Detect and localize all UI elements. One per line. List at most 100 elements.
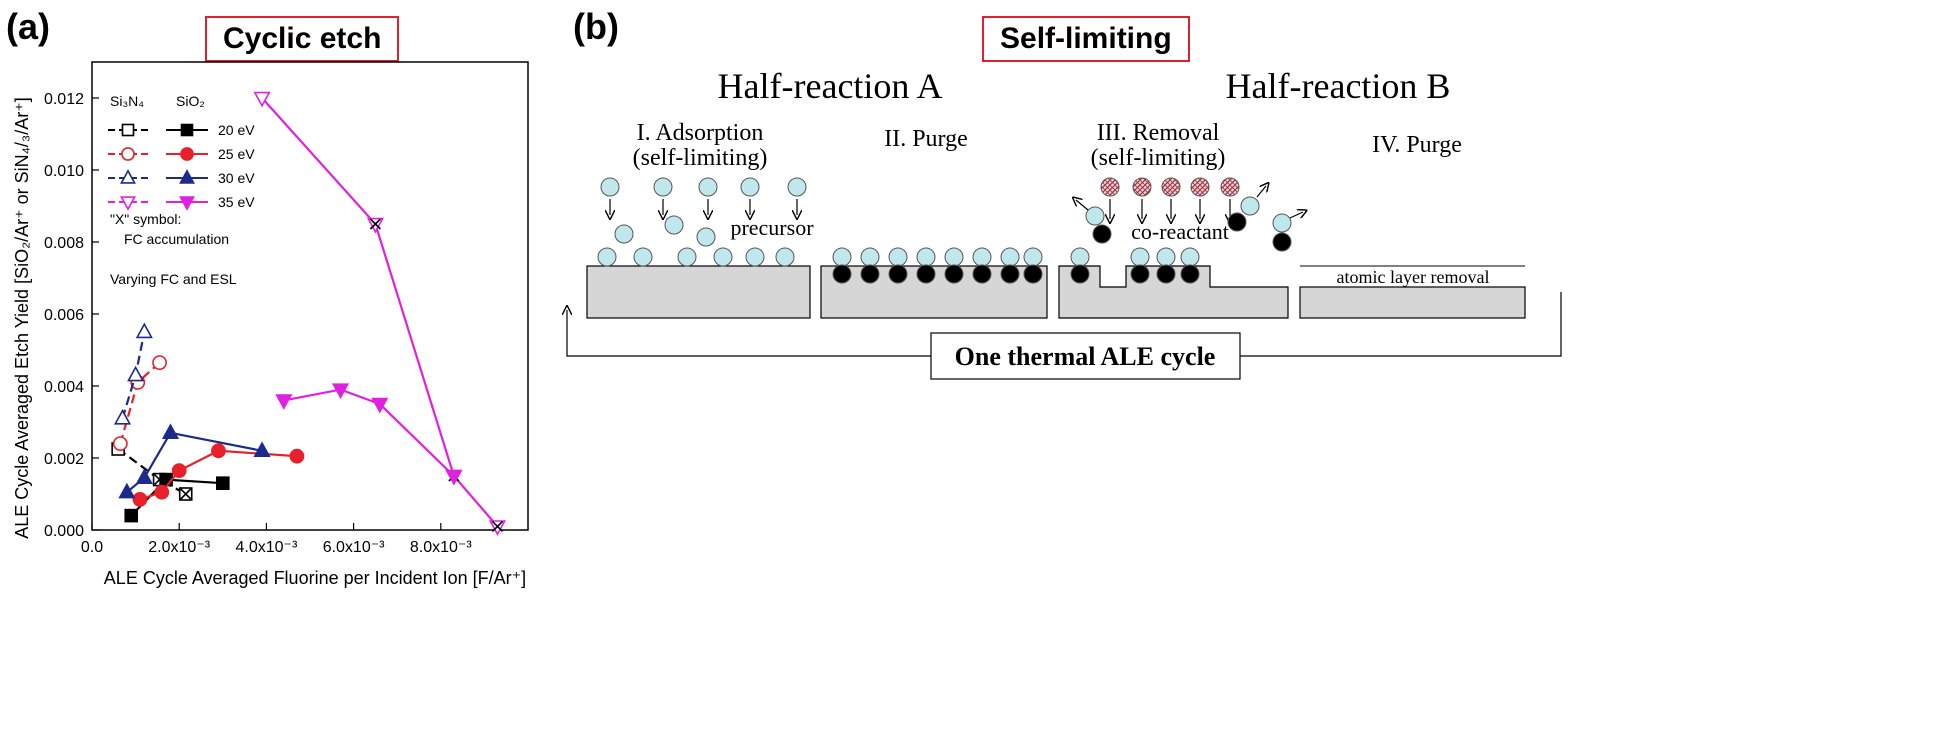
legend-label: 20 eV <box>218 122 255 138</box>
data-point <box>152 355 167 370</box>
precursor-molecule <box>600 177 620 197</box>
series-si3n4-35ev <box>253 91 507 536</box>
cycle-loop-arrow <box>567 292 1562 357</box>
legend-label: 30 eV <box>218 170 255 186</box>
x-tick-label: 4.0x10⁻³ <box>235 539 297 556</box>
data-point <box>124 508 139 523</box>
data-point <box>132 491 148 507</box>
panel-b-letter: (b) <box>573 6 619 47</box>
leaving-product <box>1227 212 1247 232</box>
data-point <box>211 443 226 459</box>
motion-arrow <box>1256 186 1266 198</box>
precursor-molecule <box>787 177 807 197</box>
atomic-layer-removal-label: atomic layer removal <box>1337 267 1490 287</box>
adsorbed-precursor <box>832 247 852 267</box>
fc-accumulation-x-mark <box>180 488 192 500</box>
leaving-product <box>1085 206 1105 226</box>
data-point <box>275 394 293 410</box>
step-purge-2-label: IV. Purge <box>1372 132 1462 158</box>
substrate-atom <box>860 264 880 284</box>
legend-header-sio2: SiO₂ <box>176 93 205 109</box>
leaving-product <box>1272 232 1292 252</box>
data-point <box>445 469 463 486</box>
series-sio2-25ev <box>132 443 305 507</box>
precursor-molecule <box>698 177 718 197</box>
adsorbed-precursor <box>972 247 992 267</box>
substrate-atom <box>1180 264 1200 284</box>
substrate-atom <box>1130 264 1150 284</box>
adsorbed-precursor <box>745 247 765 267</box>
data-point <box>113 408 132 425</box>
series-line <box>283 388 455 477</box>
adsorbed-precursor <box>1070 247 1090 267</box>
substrate-atom <box>972 264 992 284</box>
half-reaction-b-title: Half-reaction B <box>1226 66 1451 106</box>
panel-a-title: Cyclic etch <box>205 16 400 62</box>
data-point <box>154 484 170 500</box>
fc-accumulation-x-mark <box>369 218 381 230</box>
molecules <box>597 177 1303 284</box>
legend-label: 35 eV <box>218 194 255 210</box>
x-axis-label: ALE Cycle Averaged Fluorine per Incident… <box>104 568 526 588</box>
legend-marker <box>180 123 194 137</box>
y-tick-label: 0.010 <box>44 163 84 180</box>
series-line <box>126 431 263 494</box>
data-point <box>171 463 187 478</box>
leaving-product <box>1240 196 1260 216</box>
coreactant-molecule <box>1220 177 1240 197</box>
adsorbed-precursor <box>1000 247 1020 267</box>
legend-marker <box>121 123 135 137</box>
fc-accumulation-x-mark <box>491 520 504 532</box>
substrate-step3 <box>1058 265 1289 319</box>
annotation-line: "X" symbol: <box>110 211 181 227</box>
precursor-molecule <box>664 215 684 235</box>
adsorbed-precursor <box>713 247 733 267</box>
adsorbed-precursor <box>1156 247 1176 267</box>
adsorbed-precursor <box>1130 247 1150 267</box>
legend-marker <box>179 196 195 211</box>
substrate-atom <box>1156 264 1176 284</box>
cycle-label-box <box>930 332 1241 380</box>
precursor-molecule <box>696 227 716 247</box>
adsorbed-precursor <box>633 247 653 267</box>
thermal-ale-schematic: Half-reaction A Half-reaction B I. Adsor… <box>560 66 1562 380</box>
data-point <box>371 397 389 414</box>
step-purge-1-label: II. Purge <box>884 126 968 152</box>
data-point <box>253 441 271 458</box>
precursor-molecule <box>740 177 760 197</box>
plot-frame <box>91 61 529 531</box>
legend-marker <box>120 196 136 211</box>
motion-arrow <box>1076 200 1089 211</box>
legend-header-si3n4: Si₃N₄ <box>110 93 144 109</box>
adsorbed-precursor <box>1023 247 1043 267</box>
substrate-step4 <box>1299 286 1526 319</box>
substrate-atom <box>888 264 908 284</box>
chart-marks <box>111 91 507 536</box>
adsorbed-precursor <box>1180 247 1200 267</box>
adsorbed-precursor <box>888 247 908 267</box>
step-adsorption-label: I. Adsorption <box>637 120 764 146</box>
y-tick-label: 0.000 <box>44 523 84 540</box>
legend-marker <box>120 169 136 184</box>
adsorbed-precursor <box>860 247 880 267</box>
series-line <box>261 97 499 528</box>
coreactant-molecule <box>1161 177 1181 197</box>
series-sio2-35ev <box>275 383 463 486</box>
data-point <box>135 468 153 485</box>
legend-marker <box>121 147 135 161</box>
series-line <box>117 448 187 495</box>
step-removal-sublabel: (self-limiting) <box>1091 145 1226 171</box>
coreactant-molecule <box>1132 177 1152 197</box>
data-point <box>331 383 350 400</box>
half-reaction-a-title: Half-reaction A <box>718 66 943 106</box>
adsorbed-precursor <box>916 247 936 267</box>
annotation-line: Varying FC and ESL <box>110 271 237 287</box>
y-tick-label: 0.012 <box>44 91 84 108</box>
data-point <box>112 436 128 451</box>
series-si3n4-25ev <box>112 355 167 451</box>
adsorbed-precursor <box>597 247 617 267</box>
substrate-atom <box>1023 264 1043 284</box>
y-axis-label: ALE Cycle Averaged Etch Yield [SiO₂/Ar⁺ … <box>12 97 32 539</box>
